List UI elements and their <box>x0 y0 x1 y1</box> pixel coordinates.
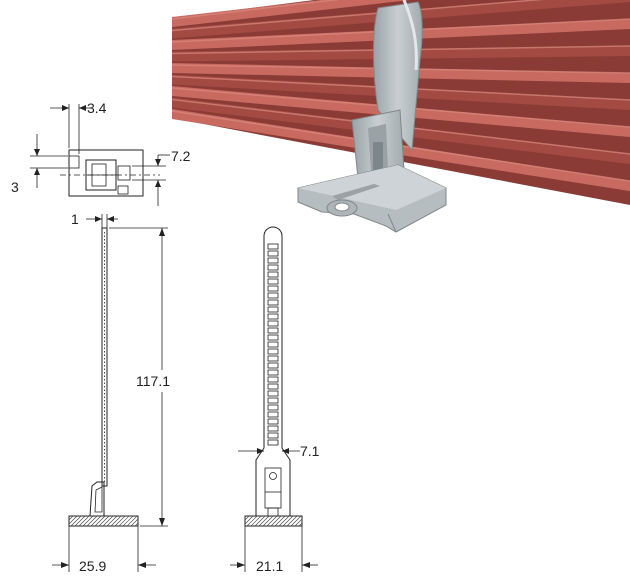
base-hatch <box>68 515 139 527</box>
hatch-line <box>290 515 302 527</box>
hatch-line <box>68 515 78 525</box>
strap-tooth <box>267 285 279 292</box>
dimension-label: 25.9 <box>79 558 106 574</box>
hatch-line <box>114 515 126 527</box>
hatch-line <box>258 515 270 527</box>
hatch-line <box>254 515 266 527</box>
dimension-label: 3 <box>11 179 19 195</box>
strap-tooth <box>267 271 279 278</box>
hatch-line <box>298 522 303 527</box>
strap-tooth <box>267 313 279 320</box>
hatch-line <box>134 522 139 527</box>
strap-tooth <box>267 348 279 355</box>
hatch-line <box>94 515 106 527</box>
hatch-line <box>294 518 303 527</box>
strap-tooth <box>267 243 279 250</box>
strap-tooth <box>267 320 279 327</box>
strap-tooth <box>267 397 279 404</box>
strap-tooth <box>267 250 279 257</box>
hatch-line <box>278 515 290 527</box>
hatch-line <box>266 515 278 527</box>
dimension-label: 1 <box>71 211 79 227</box>
dimension-label: 3.4 <box>87 100 107 116</box>
side-view-drawing: 25.9 1 117.1 <box>52 211 170 574</box>
hatch-line <box>282 515 294 527</box>
hatch-line <box>286 515 298 527</box>
hatch-line <box>82 515 94 527</box>
strap-tooth <box>267 418 279 425</box>
hatch-line <box>130 518 139 527</box>
strap-tooth <box>267 383 279 390</box>
strap-tooth <box>267 264 279 271</box>
strap-tooth <box>267 369 279 376</box>
dimension-label: 117.1 <box>136 373 170 389</box>
dimension-label: 7.2 <box>171 148 191 164</box>
strap-tooth <box>267 404 279 411</box>
hatch-line <box>86 515 98 527</box>
hatch-line <box>70 515 82 527</box>
strap-tooth <box>267 432 279 439</box>
strap-tooth <box>267 341 279 348</box>
strap-tooth <box>267 299 279 306</box>
strap-tooth <box>267 278 279 285</box>
strap-tooth <box>267 355 279 362</box>
product-photo <box>172 0 630 248</box>
strap-tooth <box>267 334 279 341</box>
front-view-drawing: 7.1 21.1 <box>230 226 320 574</box>
hatch-line <box>106 515 118 527</box>
hatch-line <box>244 515 254 525</box>
strap-tooth <box>267 327 279 334</box>
hatch-line <box>118 515 130 527</box>
hatch-line <box>250 515 262 527</box>
strap-tooth <box>267 411 279 418</box>
strap-tooth <box>267 439 279 446</box>
hatch-line <box>246 515 258 527</box>
strap-tooth <box>267 257 279 264</box>
hatch-line <box>102 515 114 527</box>
cable-highlight <box>172 0 340 20</box>
hatch-line <box>274 515 286 527</box>
hatch-line <box>122 515 134 527</box>
hatch-line <box>90 515 102 527</box>
hatch-line <box>244 515 250 521</box>
strap-tooth <box>267 306 279 313</box>
top-view-drawing: 3.4 7.2 3 <box>11 100 191 206</box>
hatch-line <box>74 515 86 527</box>
dimension-label: 7.1 <box>300 443 320 459</box>
hatch-line <box>270 515 282 527</box>
hatch-line <box>68 515 74 521</box>
strap-teeth <box>267 243 279 446</box>
hatch-line <box>126 515 138 527</box>
cable <box>172 0 411 27</box>
hatch-line <box>98 515 110 527</box>
hatch-line <box>78 515 90 527</box>
base-hatch <box>244 515 303 527</box>
dimension-label: 21.1 <box>256 558 283 574</box>
strap-tooth <box>267 390 279 397</box>
strap-tooth <box>267 425 279 432</box>
strap-tooth <box>267 292 279 299</box>
hatch-line <box>262 515 274 527</box>
strap-tooth <box>267 362 279 369</box>
strap-tooth <box>267 376 279 383</box>
hatch-line <box>110 515 122 527</box>
